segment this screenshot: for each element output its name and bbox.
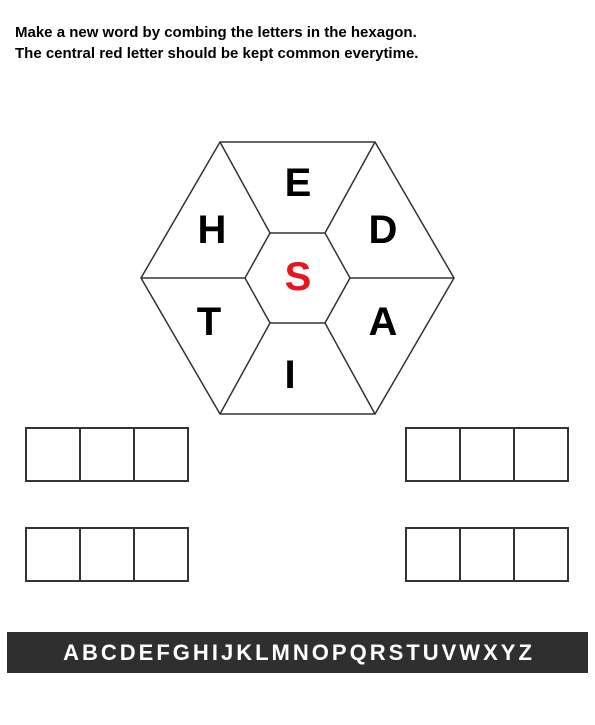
instruction-line-2: The central red letter should be kept co… [15,45,419,62]
instruction-line-1: Make a new word by combing the letters i… [15,24,417,41]
alphabet-letter-i[interactable]: I [211,639,218,665]
hex-letter-center[interactable]: S [285,255,312,299]
spoke-line [324,141,376,234]
answer-row-top-right [405,427,569,482]
alphabet-letter-k[interactable]: K [236,639,253,665]
alphabet-letter-h[interactable]: H [192,639,209,665]
alphabet-letter-g[interactable]: G [172,639,190,665]
hex-letter-bottom[interactable]: I [284,353,295,397]
alphabet-letter-n[interactable]: N [292,639,309,665]
alphabet-letter-u[interactable]: U [422,639,439,665]
alphabet-letter-c[interactable]: C [100,639,117,665]
alphabet-letter-v[interactable]: V [441,639,457,665]
alphabet-letter-e[interactable]: E [138,639,154,665]
answer-cell[interactable] [27,529,81,580]
answer-cell[interactable] [81,529,135,580]
answer-row-bottom-right [405,527,569,582]
alphabet-letter-t[interactable]: T [406,639,420,665]
alphabet-letter-d[interactable]: D [119,639,136,665]
instructions: Make a new word by combing the letters i… [15,22,418,64]
alphabet-letter-x[interactable]: X [483,639,498,665]
answer-row-bottom-left [25,527,189,582]
alphabet-letter-a[interactable]: A [63,639,79,665]
alphabet-letter-q[interactable]: Q [349,639,367,665]
alphabet-letter-z[interactable]: Z [518,639,532,665]
alphabet-letter-w[interactable]: W [459,639,481,665]
alphabet-letter-o[interactable]: O [311,639,329,665]
alphabet-letter-r[interactable]: R [369,639,386,665]
hex-letter-top[interactable]: E [285,161,312,205]
spoke-line [324,322,376,415]
alphabet-letter-y[interactable]: Y [500,639,516,665]
hex-letter-lower-right[interactable]: A [369,300,398,344]
answer-cell[interactable] [27,429,81,480]
alphabet-letter-s[interactable]: S [388,639,404,665]
alphabet-letter-b[interactable]: B [81,639,98,665]
alphabet-letter-m[interactable]: M [271,639,290,665]
answer-cell[interactable] [407,529,461,580]
alphabet-letter-p[interactable]: P [331,639,347,665]
spoke-line [219,322,271,415]
answer-row-top-left [25,427,189,482]
alphabet-letter-f[interactable]: F [156,639,170,665]
answer-cell[interactable] [461,429,515,480]
hex-letter-upper-left[interactable]: H [198,208,227,252]
hex-letter-lower-left[interactable]: T [197,300,221,344]
alphabet-letter-j[interactable]: J [220,639,234,665]
alphabet-letter-l[interactable]: L [255,639,269,665]
answer-cell[interactable] [81,429,135,480]
spoke-line [219,141,271,234]
answer-cell[interactable] [135,529,187,580]
hex-letter-upper-right[interactable]: D [369,208,398,252]
answer-cell[interactable] [515,529,567,580]
answer-cell[interactable] [515,429,567,480]
answer-cell[interactable] [135,429,187,480]
answer-cell[interactable] [461,529,515,580]
answer-cell[interactable] [407,429,461,480]
